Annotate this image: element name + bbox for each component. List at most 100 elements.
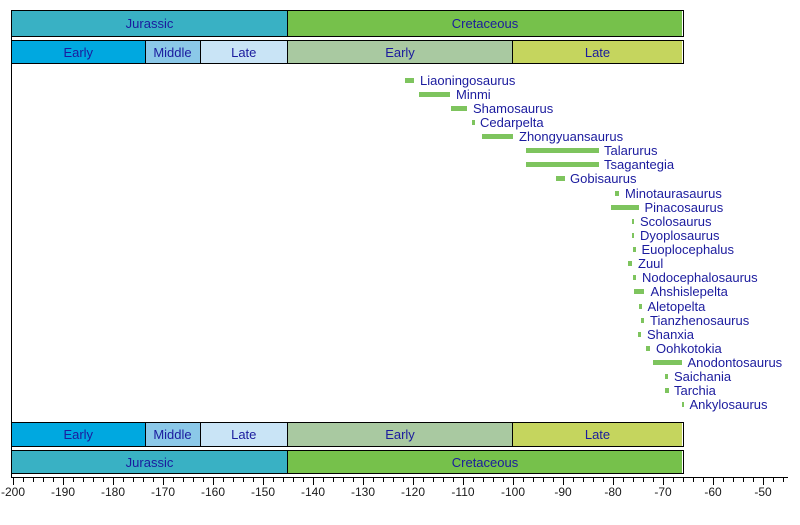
axis-minor-tick: [583, 478, 584, 482]
axis-minor-tick: [703, 478, 704, 482]
period-label: Jurassic: [125, 454, 174, 470]
epoch-label: Late: [231, 44, 257, 60]
axis-minor-tick: [153, 478, 154, 482]
epoch-label: Middle: [153, 44, 192, 60]
axis-minor-tick: [123, 478, 124, 482]
taxon-label[interactable]: Nodocephalosaurus: [642, 270, 758, 285]
axis-minor-tick: [533, 478, 534, 482]
axis-minor-tick: [773, 478, 774, 482]
axis-minor-tick: [173, 478, 174, 482]
epoch-segment-early: Early: [12, 41, 145, 63]
axis-tick-label: -190: [50, 485, 76, 499]
taxon-label[interactable]: Anodontosaurus: [687, 355, 783, 370]
axis-minor-tick: [543, 478, 544, 482]
axis-minor-tick: [783, 478, 784, 482]
taxon-range-bar: [633, 275, 636, 280]
axis-minor-tick: [73, 478, 74, 482]
axis-major-tick: [263, 478, 264, 485]
axis-minor-tick: [633, 478, 634, 482]
axis-tick-label: -70: [654, 485, 672, 499]
taxon-label[interactable]: Dyoplosaurus: [640, 228, 720, 243]
axis-minor-tick: [93, 478, 94, 482]
axis-minor-tick: [343, 478, 344, 482]
taxon-label[interactable]: Cedarpelta: [480, 115, 544, 130]
taxon-range-bar: [555, 176, 565, 181]
axis-minor-tick: [423, 478, 424, 482]
axis-tick-label: -180: [100, 485, 126, 499]
taxon-label[interactable]: Pinacosaurus: [644, 200, 724, 215]
taxon-range-bar: [653, 360, 682, 365]
axis-tick-label: -150: [250, 485, 276, 499]
axis-tick-label: -140: [300, 485, 326, 499]
epoch-segment-middle: Middle: [144, 423, 200, 446]
taxon-range-bar: [632, 233, 634, 238]
chart-left-border: [11, 10, 12, 477]
epoch-segment-middle: Middle: [144, 41, 200, 63]
axis-minor-tick: [83, 478, 84, 482]
axis-major-tick: [463, 478, 464, 485]
axis-minor-tick: [23, 478, 24, 482]
axis-minor-tick: [403, 478, 404, 482]
taxon-label[interactable]: Zuul: [638, 256, 664, 271]
axis-minor-tick: [303, 478, 304, 482]
taxon-label[interactable]: Gobisaurus: [570, 171, 637, 186]
axis-minor-tick: [523, 478, 524, 482]
epoch-segment-late: Late: [199, 423, 287, 446]
epoch-label: Late: [231, 427, 257, 442]
axis-minor-tick: [203, 478, 204, 482]
taxon-label[interactable]: Shamosaurus: [473, 101, 554, 116]
taxon-label[interactable]: Talarurus: [604, 143, 658, 158]
epoch-segment-early: Early: [287, 41, 512, 63]
axis-minor-tick: [353, 478, 354, 482]
taxon-label[interactable]: Ankylosaurus: [689, 397, 768, 412]
taxon-label[interactable]: Aletopelta: [647, 299, 706, 314]
taxon-label[interactable]: Minmi: [456, 87, 491, 102]
taxon-label[interactable]: Scolosaurus: [640, 214, 712, 229]
axis-minor-tick: [443, 478, 444, 482]
axis-minor-tick: [753, 478, 754, 482]
taxon-range-bar: [632, 219, 634, 224]
taxon-range-bar: [632, 247, 636, 252]
taxon-label[interactable]: Tarchia: [674, 383, 716, 398]
axis-minor-tick: [433, 478, 434, 482]
period-segment-cretaceous: Cretaceous: [287, 451, 682, 473]
period-label: Jurassic: [125, 16, 174, 31]
taxon-range-bar: [525, 162, 599, 167]
taxon-label[interactable]: Tianzhenosaurus: [650, 313, 750, 328]
taxon-label[interactable]: Saichania: [674, 369, 732, 384]
axis-major-tick: [313, 478, 314, 485]
axis-major-tick: [213, 478, 214, 485]
taxon-range-bar: [611, 205, 639, 210]
epoch-segment-late: Late: [199, 41, 287, 63]
taxon-label[interactable]: Zhongyuansaurus: [519, 129, 624, 144]
axis-minor-tick: [333, 478, 334, 482]
axis-minor-tick: [733, 478, 734, 482]
axis-minor-tick: [193, 478, 194, 482]
axis-tick-label: -100: [500, 485, 526, 499]
axis-major-tick: [663, 478, 664, 485]
taxon-label[interactable]: Ahshislepelta: [650, 284, 728, 299]
axis-major-tick: [413, 478, 414, 485]
taxon-label[interactable]: Tsagantegia: [604, 157, 675, 172]
axis-major-tick: [763, 478, 764, 485]
axis-tick-label: -200: [0, 485, 26, 499]
taxon-label[interactable]: Shanxia: [647, 327, 694, 342]
taxon-range-bar: [615, 191, 619, 196]
axis-minor-tick: [233, 478, 234, 482]
axis-minor-tick: [573, 478, 574, 482]
axis-major-tick: [713, 478, 714, 485]
axis-minor-tick: [253, 478, 254, 482]
taxon-label[interactable]: Euoplocephalus: [641, 242, 735, 257]
axis-tick-label: -160: [200, 485, 226, 499]
axis-minor-tick: [383, 478, 384, 482]
taxon-label[interactable]: Minotaurasaurus: [625, 186, 722, 201]
taxon-label[interactable]: Liaoningosaurus: [420, 73, 516, 88]
taxon-range-bar: [638, 332, 641, 337]
taxon-label[interactable]: Oohkotokia: [656, 341, 722, 356]
epoch-segment-early: Early: [12, 423, 145, 446]
axis-minor-tick: [143, 478, 144, 482]
taxon-range-bar: [641, 318, 644, 323]
taxon-range-bar: [482, 134, 513, 139]
